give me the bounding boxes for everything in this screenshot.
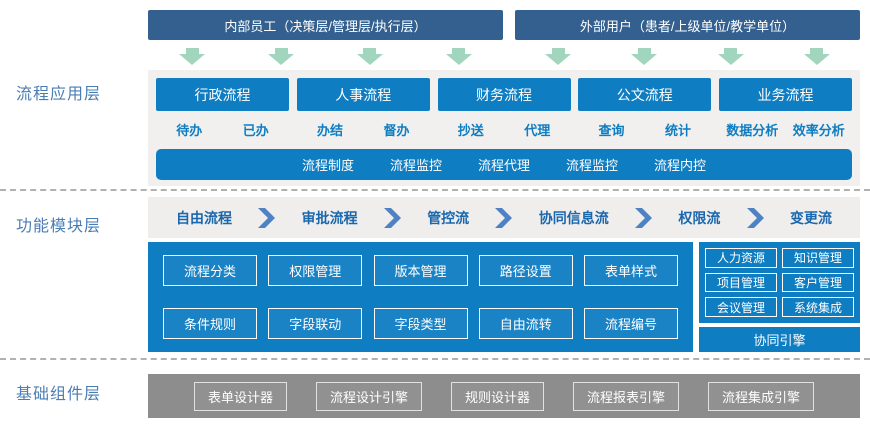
integration-panel: 人力资源 知识管理 项目管理 客户管理 会议管理 系统集成	[699, 242, 860, 323]
module-box: 字段类型	[373, 308, 468, 339]
base-component-box: 表单设计器	[194, 381, 288, 411]
base-component-box: 流程设计引擎	[315, 381, 422, 411]
module-config-panel: 流程分类 权限管理 版本管理 路径设置 表单样式 条件规则 字段联动 字段类型 …	[148, 242, 693, 352]
base-component-box: 规则设计器	[450, 381, 544, 411]
base-component-box: 流程报表引擎	[572, 381, 679, 411]
layer-label-application: 流程应用层	[16, 86, 102, 103]
chevron-right-icon	[746, 207, 764, 228]
integration-box: 项目管理	[705, 272, 777, 293]
integration-box: 客户管理	[782, 272, 854, 293]
flow-feature: 抄送	[457, 123, 484, 138]
integration-box: 系统集成	[782, 297, 854, 317]
chain-item: 变更流	[789, 209, 832, 226]
layer-label-module: 功能模块层	[16, 218, 102, 235]
module-row-2: 条件规则 字段联动 字段类型 自由流转 流程编号	[163, 308, 678, 339]
module-row-1: 流程分类 权限管理 版本管理 路径设置 表单样式	[163, 255, 678, 286]
external-arrows-group	[515, 45, 860, 67]
flow-column-hr: 人事流程 办结 督办	[296, 78, 430, 139]
down-arrow-icon	[545, 47, 572, 65]
module-box: 路径设置	[478, 255, 573, 286]
down-arrow-icon	[179, 47, 206, 65]
integration-box: 知识管理	[782, 248, 854, 268]
integration-column: 人力资源 知识管理 项目管理 客户管理 会议管理 系统集成 协同引擎	[699, 242, 860, 352]
external-users-bar: 外部用户（患者/上级单位/教学单位）	[515, 10, 860, 40]
integration-box: 会议管理	[705, 297, 777, 317]
down-arrow-icon	[356, 47, 383, 65]
governance-item: 流程代理	[477, 158, 530, 173]
flow-feature: 统计	[664, 123, 691, 138]
down-arrows-row	[148, 45, 860, 67]
flow-boxes-row: 行政流程 待办 已办 人事流程 办结 督办 财务流程 抄送	[156, 78, 852, 139]
governance-item: 流程监控	[566, 158, 619, 173]
down-arrow-icon	[631, 47, 658, 65]
module-box: 表单样式	[584, 255, 678, 286]
module-box: 流程编号	[584, 308, 678, 339]
down-arrow-icon	[717, 47, 744, 65]
module-box: 自由流转	[478, 308, 573, 339]
chain-item: 协同信息流	[538, 209, 609, 226]
layer-divider-1	[0, 189, 870, 191]
module-box: 权限管理	[268, 255, 363, 286]
module-box: 条件规则	[163, 308, 257, 339]
flow-feature: 代理	[524, 123, 551, 138]
flow-feature: 数据分析	[726, 123, 779, 138]
flow-box: 人事流程	[296, 78, 430, 111]
down-arrow-icon	[268, 47, 295, 65]
base-components-bar: 表单设计器 流程设计引擎 规则设计器 流程报表引擎 流程集成引擎	[148, 374, 860, 418]
flow-column-business: 业务流程 数据分析 效率分析	[719, 78, 852, 139]
flow-feature: 待办	[176, 123, 203, 138]
internal-users-bar: 内部员工（决策层/管理层/执行层）	[148, 10, 503, 40]
chevron-right-icon	[383, 207, 401, 228]
chevron-right-icon	[258, 207, 276, 228]
down-arrow-icon	[445, 47, 472, 65]
internal-arrows-group	[148, 45, 503, 67]
application-layer-panel: 行政流程 待办 已办 人事流程 办结 督办 财务流程 抄送	[148, 70, 860, 186]
chain-item: 自由流程	[176, 209, 232, 226]
integration-box: 人力资源	[705, 248, 777, 268]
flow-feature: 已办	[242, 123, 269, 138]
user-group-row: 内部员工（决策层/管理层/执行层） 外部用户（患者/上级单位/教学单位）	[148, 10, 860, 40]
flow-feature: 督办	[383, 123, 410, 138]
flow-feature: 效率分析	[792, 123, 845, 138]
layer-label-base: 基础组件层	[16, 386, 102, 403]
governance-item: 流程制度	[301, 158, 354, 173]
flow-box: 财务流程	[437, 78, 571, 111]
flow-box: 业务流程	[719, 78, 852, 111]
module-box: 流程分类	[163, 255, 257, 286]
module-box: 字段联动	[268, 308, 363, 339]
flow-box: 行政流程	[156, 78, 289, 111]
flow-box: 公文流程	[578, 78, 712, 111]
layer-divider-2	[0, 358, 870, 360]
base-component-box: 流程集成引擎	[707, 381, 814, 411]
chevron-right-icon	[495, 207, 513, 228]
chain-item: 权限流	[678, 209, 721, 226]
chain-item: 管控流	[427, 209, 470, 226]
flow-feature: 办结	[316, 123, 343, 138]
module-layer-area: 流程分类 权限管理 版本管理 路径设置 表单样式 条件规则 字段联动 字段类型 …	[148, 242, 860, 352]
flow-column-finance: 财务流程 抄送 代理	[437, 78, 571, 139]
module-box: 版本管理	[373, 255, 468, 286]
collaboration-engine-bar: 协同引擎	[699, 327, 860, 352]
chevron-right-icon	[635, 207, 653, 228]
chain-item: 审批流程	[301, 209, 358, 226]
governance-item: 流程内控	[654, 158, 707, 173]
flow-chain-row: 自由流程 审批流程 管控流 协同信息流 权限流 变更流	[148, 197, 860, 238]
flow-column-document: 公文流程 查询 统计	[578, 78, 712, 139]
flow-column-admin: 行政流程 待办 已办	[156, 78, 289, 139]
governance-bar: 流程制度 流程监控 流程代理 流程监控 流程内控	[156, 149, 852, 180]
flow-feature: 查询	[598, 123, 625, 138]
down-arrow-icon	[803, 47, 830, 65]
governance-item: 流程监控	[389, 158, 442, 173]
